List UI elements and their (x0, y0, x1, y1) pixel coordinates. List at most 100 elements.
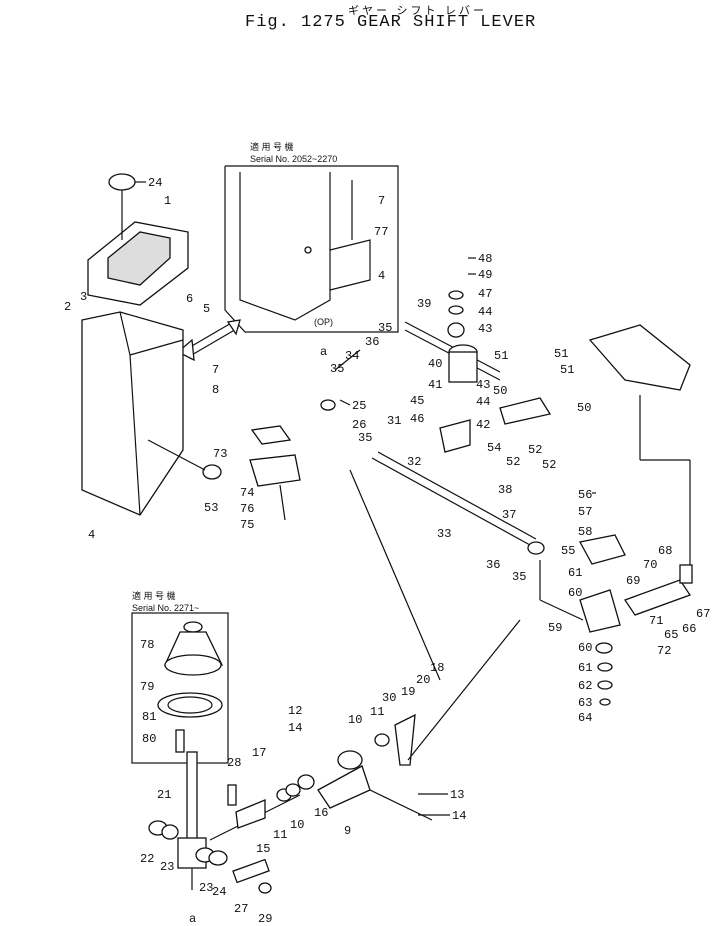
callout-4a: 4 (88, 528, 95, 542)
callout-52c: 52 (542, 458, 556, 472)
callout-48: 48 (478, 252, 492, 266)
callout-61a: 61 (568, 566, 582, 580)
callout-17: 17 (252, 746, 266, 760)
callout-63: 63 (578, 696, 592, 710)
callout-65: 65 (664, 628, 678, 642)
callout-18: 18 (430, 661, 444, 675)
callout-25: 25 (352, 399, 366, 413)
callout-10a: 10 (290, 818, 304, 832)
callout-43b: 43 (478, 322, 492, 336)
figure-title: Fig. 1275 GEAR SHIFT LEVER (245, 13, 537, 32)
callout-2: 2 (64, 300, 71, 314)
callout-74: 74 (240, 486, 254, 500)
callout-19: 19 (401, 685, 415, 699)
callout-52a: 52 (506, 455, 520, 469)
callout-39: 39 (417, 297, 431, 311)
callout-54: 54 (487, 441, 501, 455)
callout-35d: 35 (512, 570, 526, 584)
callout-27: 27 (234, 902, 248, 916)
callout-3: 3 (80, 290, 87, 304)
callout-44b: 44 (478, 305, 492, 319)
inset-top-applicable-label: 適 用 号 機 (250, 141, 294, 152)
callout-61b: 61 (578, 661, 592, 675)
callout-66: 66 (682, 622, 696, 636)
callout-7b: 7 (378, 194, 385, 208)
callout-44a: 44 (476, 395, 490, 409)
leader-lines (135, 181, 596, 816)
callout-62: 62 (578, 679, 592, 693)
inset-arrow (176, 319, 241, 362)
callout-51b: 51 (554, 347, 568, 361)
callout-50b: 50 (577, 401, 591, 415)
callout-60a: 60 (568, 586, 582, 600)
callout-36a: 36 (365, 335, 379, 349)
callout-33: 33 (437, 527, 451, 541)
callout-45: 45 (410, 394, 424, 408)
callout-64: 64 (578, 711, 592, 725)
callout-57: 57 (578, 505, 592, 519)
callout-15: 15 (256, 842, 270, 856)
callout-12: 12 (288, 704, 302, 718)
callout-5: 5 (203, 302, 210, 316)
connector-a-top: a (320, 345, 327, 359)
callout-52b: 52 (528, 443, 542, 457)
callout-35c: 35 (358, 431, 372, 445)
upper-linkage (320, 290, 545, 555)
callout-9: 9 (344, 824, 351, 838)
callout-50a: 50 (493, 384, 507, 398)
callout-72: 72 (657, 644, 671, 658)
callout-73: 73 (213, 447, 227, 461)
callout-34: 34 (345, 349, 359, 363)
callout-75: 75 (240, 518, 254, 532)
connector-a-bottom: a (189, 912, 196, 926)
callout-51c: 51 (560, 363, 574, 377)
lower-shift-lever (148, 469, 521, 894)
callout-49: 49 (478, 268, 492, 282)
callout-7a: 7 (212, 363, 219, 377)
callout-70: 70 (643, 558, 657, 572)
callout-labels: 24 1 2 3 6 5 7 8 4 53 7 77 4 73 74 76 75… (64, 176, 710, 926)
callout-11b: 11 (370, 705, 384, 719)
callout-10b: 10 (348, 713, 362, 727)
shift-cover-assembly (81, 173, 222, 516)
callout-11a: 11 (273, 828, 287, 842)
callout-22: 22 (140, 852, 154, 866)
callout-78: 78 (140, 638, 154, 652)
callout-79: 79 (140, 680, 154, 694)
callout-24b: 24 (212, 885, 226, 899)
callout-42: 42 (476, 418, 490, 432)
callout-69: 69 (626, 574, 640, 588)
inset-left-serial-box: 適 用 号 機 Serial No. 2271~ (131, 590, 229, 764)
callout-20: 20 (416, 673, 430, 687)
callout-6: 6 (186, 292, 193, 306)
inset-left-serial: Serial No. 2271~ (132, 603, 199, 613)
right-assembly (499, 324, 693, 706)
callout-23a: 23 (160, 860, 174, 874)
callout-13: 13 (450, 788, 464, 802)
callout-76: 76 (240, 502, 254, 516)
callout-47: 47 (478, 287, 492, 301)
callout-29: 29 (258, 912, 272, 926)
callout-56: 56 (578, 488, 592, 502)
callout-24: 24 (148, 176, 162, 190)
callout-46: 46 (410, 412, 424, 426)
callout-16: 16 (314, 806, 328, 820)
callout-37: 37 (502, 508, 516, 522)
callout-28: 28 (227, 756, 241, 770)
callout-53: 53 (204, 501, 218, 515)
callout-21: 21 (157, 788, 171, 802)
callout-71: 71 (649, 614, 663, 628)
callout-80: 80 (142, 732, 156, 746)
callout-35b: 35 (378, 321, 392, 335)
japanese-title: ギヤー シフト レバー (348, 4, 487, 17)
bracket-73 (249, 425, 301, 521)
callout-67: 67 (696, 607, 710, 621)
callout-4b: 4 (378, 269, 385, 283)
callout-26: 26 (352, 418, 366, 432)
callout-77: 77 (374, 225, 388, 239)
callout-14b: 14 (452, 809, 466, 823)
callout-38: 38 (498, 483, 512, 497)
callout-43a: 43 (476, 378, 490, 392)
